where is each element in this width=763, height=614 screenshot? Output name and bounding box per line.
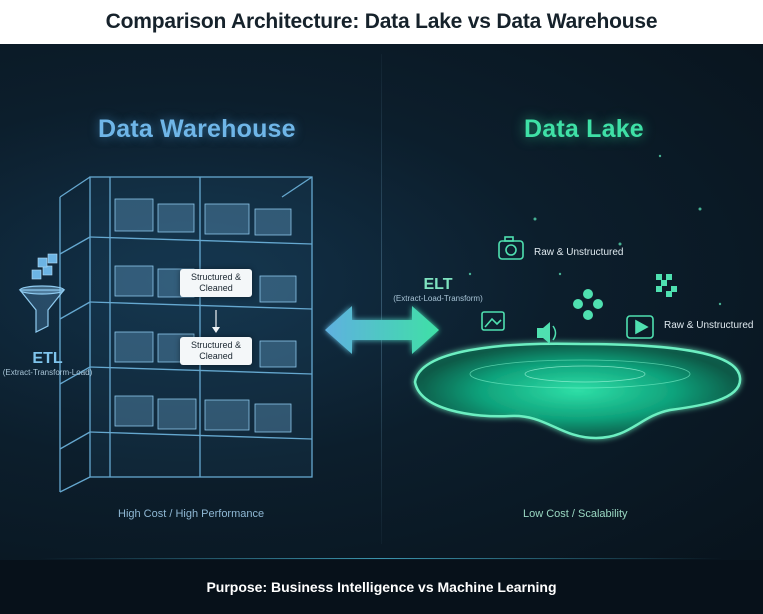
image-icon	[481, 311, 505, 331]
header-bar: Comparison Architecture: Data Lake vs Da…	[0, 0, 763, 44]
warehouse-rack-icon	[59, 176, 313, 493]
network-icon	[573, 289, 603, 320]
center-divider	[381, 54, 382, 544]
etl-abbrev: ETL	[32, 350, 63, 367]
footer-divider	[40, 558, 723, 559]
raw-data-label: Raw & Unstructured	[534, 247, 624, 258]
audio-icon	[537, 322, 557, 344]
data-cubes-icon	[31, 253, 58, 280]
warehouse-title: Data Warehouse	[98, 115, 296, 143]
purpose-caption: Purpose: Business Intelligence vs Machin…	[206, 579, 557, 595]
elt-abbrev: ELT	[423, 276, 453, 293]
structured-callout: Structured & Cleaned	[180, 269, 252, 297]
etl-full: (Extract-Transform-Load)	[2, 368, 93, 377]
comparison-panel: Data Warehouse Data Lake Structured & Cl…	[0, 44, 763, 570]
footer-bar: Purpose: Business Intelligence vs Machin…	[0, 560, 763, 614]
elt-full: (Extract-Load-Transform)	[393, 294, 483, 303]
warehouse-footnote: High Cost / High Performance	[118, 508, 265, 520]
warehouse-boxes	[114, 198, 297, 433]
architecture-illustration	[18, 154, 742, 493]
particle-dots	[468, 154, 722, 306]
page-title: Comparison Architecture: Data Lake vs Da…	[105, 10, 658, 33]
data-lake-pool	[413, 342, 742, 440]
elt-label: ELT (Extract-Load-Transform)	[388, 276, 488, 303]
lake-title: Data Lake	[524, 115, 644, 143]
qr-code-icon	[656, 274, 677, 297]
double-arrow-icon	[325, 306, 439, 354]
video-play-icon	[626, 315, 654, 339]
raw-data-label: Raw & Unstructured	[664, 320, 754, 331]
camera-icon	[498, 236, 524, 260]
funnel-icon	[18, 285, 66, 333]
structured-callout: Structured & Cleaned	[180, 337, 252, 365]
etl-label: ETL (Extract-Transform-Load)	[0, 350, 95, 377]
lake-footnote: Low Cost / Scalability	[523, 508, 628, 520]
